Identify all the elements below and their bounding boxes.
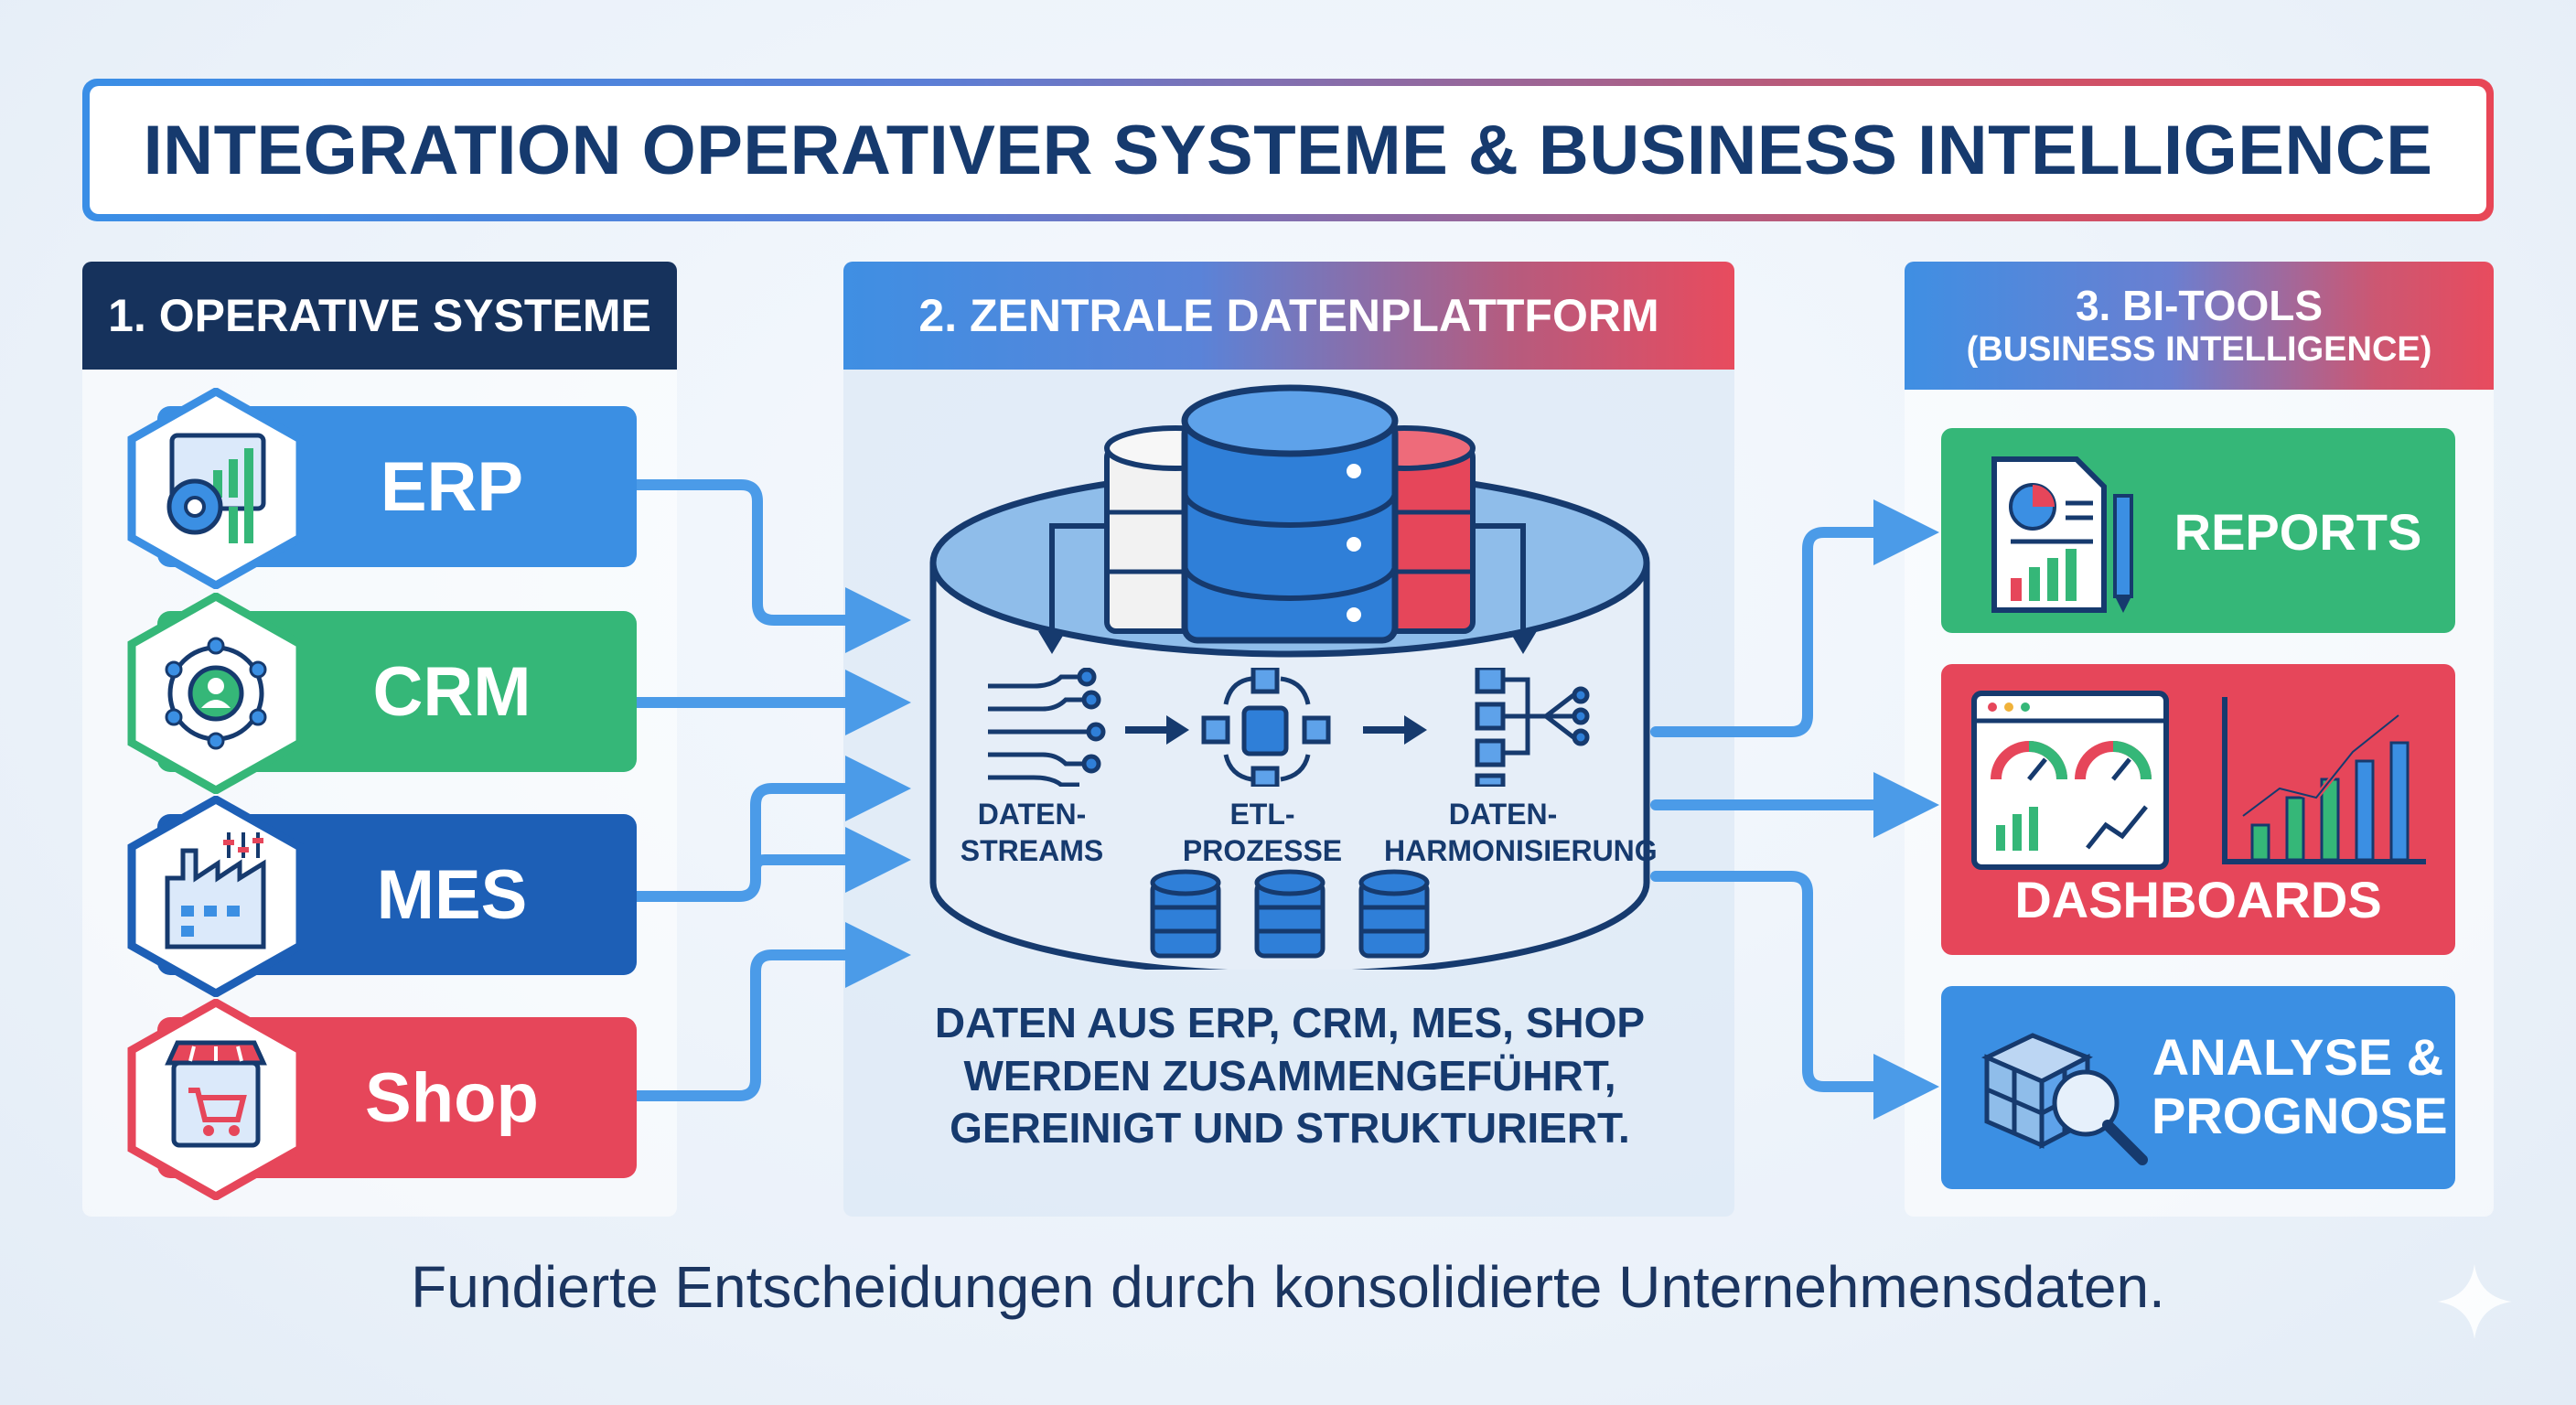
platform-description: DATEN AUS ERP, CRM, MES, SHOP WERDEN ZUS… xyxy=(934,999,1646,1152)
bi-tools-heading: 3. BI-TOOLS (BUSINESS INTELLIGENCE) xyxy=(1905,262,2494,390)
crm-network-person-icon xyxy=(127,593,305,794)
data-streams-icon xyxy=(988,668,1106,787)
server-main-icon xyxy=(1181,384,1399,644)
page-title: INTEGRATION OPERATIVER SYSTEME & BUSINES… xyxy=(143,111,2433,189)
erp-arrow xyxy=(631,479,911,653)
reports-arrow xyxy=(1650,499,1939,737)
process-flow xyxy=(988,668,1590,787)
process-label-harmonization: DATEN-HARMONISIERUNG xyxy=(1384,798,1658,867)
process-label-etl: ETL-PROZESSE xyxy=(1182,798,1343,867)
shop-storefront-cart-icon xyxy=(127,999,305,1200)
mes-arrow-2 xyxy=(750,827,911,893)
bi-tools-heading-line2: (BUSINESS INTELLIGENCE) xyxy=(1966,329,2432,369)
analysis-label: ANALYSE & PROGNOSE xyxy=(2152,1028,2448,1145)
dashboards-label: DASHBOARDS xyxy=(2014,871,2382,928)
dashboard-gauges-chart-icon xyxy=(1971,691,2426,870)
small-database-icon-2 xyxy=(1254,869,1326,959)
bi-tools-heading-line1: 3. BI-TOOLS xyxy=(2075,281,2324,329)
data-platform-cylinder xyxy=(929,384,1650,970)
output-card-analysis: ANALYSE & PROGNOSE xyxy=(1941,986,2455,1189)
report-document-icon xyxy=(1991,456,2133,613)
cube-magnifier-icon xyxy=(1980,1033,2148,1165)
sparkle-icon xyxy=(2437,1264,2512,1339)
mes-factory-icon xyxy=(127,796,305,997)
data-platform-heading: 2. ZENTRALE DATENPLATTFORM xyxy=(843,262,1734,370)
small-database-icon-1 xyxy=(1150,869,1221,959)
data-harmonization-icon xyxy=(1475,668,1590,787)
erp-dashboard-gear-icon xyxy=(127,388,305,589)
output-card-reports: REPORTS xyxy=(1941,428,2455,633)
footer-caption: Fundierte Entscheidungen durch konsolidi… xyxy=(411,1254,2165,1320)
output-card-dashboards: DASHBOARDS xyxy=(1941,664,2455,955)
shop-arrow xyxy=(631,922,911,1101)
analysis-arrow xyxy=(1650,871,1939,1120)
small-database-icon-3 xyxy=(1358,869,1430,959)
process-label-streams: DATEN-STREAMS xyxy=(960,798,1104,867)
mes-arrow-1 xyxy=(631,756,911,902)
etl-process-icon xyxy=(1201,668,1331,787)
reports-label: REPORTS xyxy=(2174,503,2422,561)
title-banner: INTEGRATION OPERATIVER SYSTEME & BUSINES… xyxy=(82,79,2494,221)
operative-systems-heading: 1. OPERATIVE SYSTEME xyxy=(82,262,677,370)
